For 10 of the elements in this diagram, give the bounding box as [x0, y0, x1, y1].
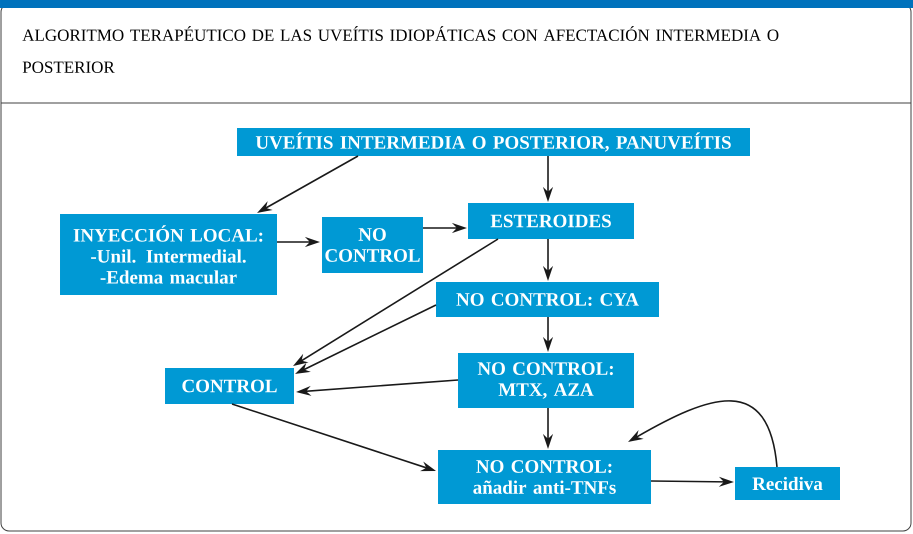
process-box: Recidiva	[735, 467, 840, 500]
process-box: NO CONTROL: MTX, AZA	[458, 353, 634, 408]
title: ALGORITMO TERAPÉUTICO DE LAS UVEÍTIS IDIOPÁTICAS CON AFECTACIÓN INTERMEDIA O POSTERIOR	[22, 26, 778, 73]
process-box: INYECCIÓN LOCAL: -Unil. Intermedial. -Edema macular	[60, 214, 277, 295]
process-box: UVEÍTIS INTERMEDIA O POSTERIOR, PANUVEÍTIS	[237, 128, 750, 156]
process-box: NO CONTROL	[322, 217, 423, 273]
process-box: NO CONTROL: CYA	[436, 282, 659, 317]
process-box: ESTEROIDES	[468, 203, 634, 239]
process-box: NO CONTROL: añadir anti-TNFs	[438, 450, 651, 504]
process-box: CONTROL	[165, 368, 294, 404]
